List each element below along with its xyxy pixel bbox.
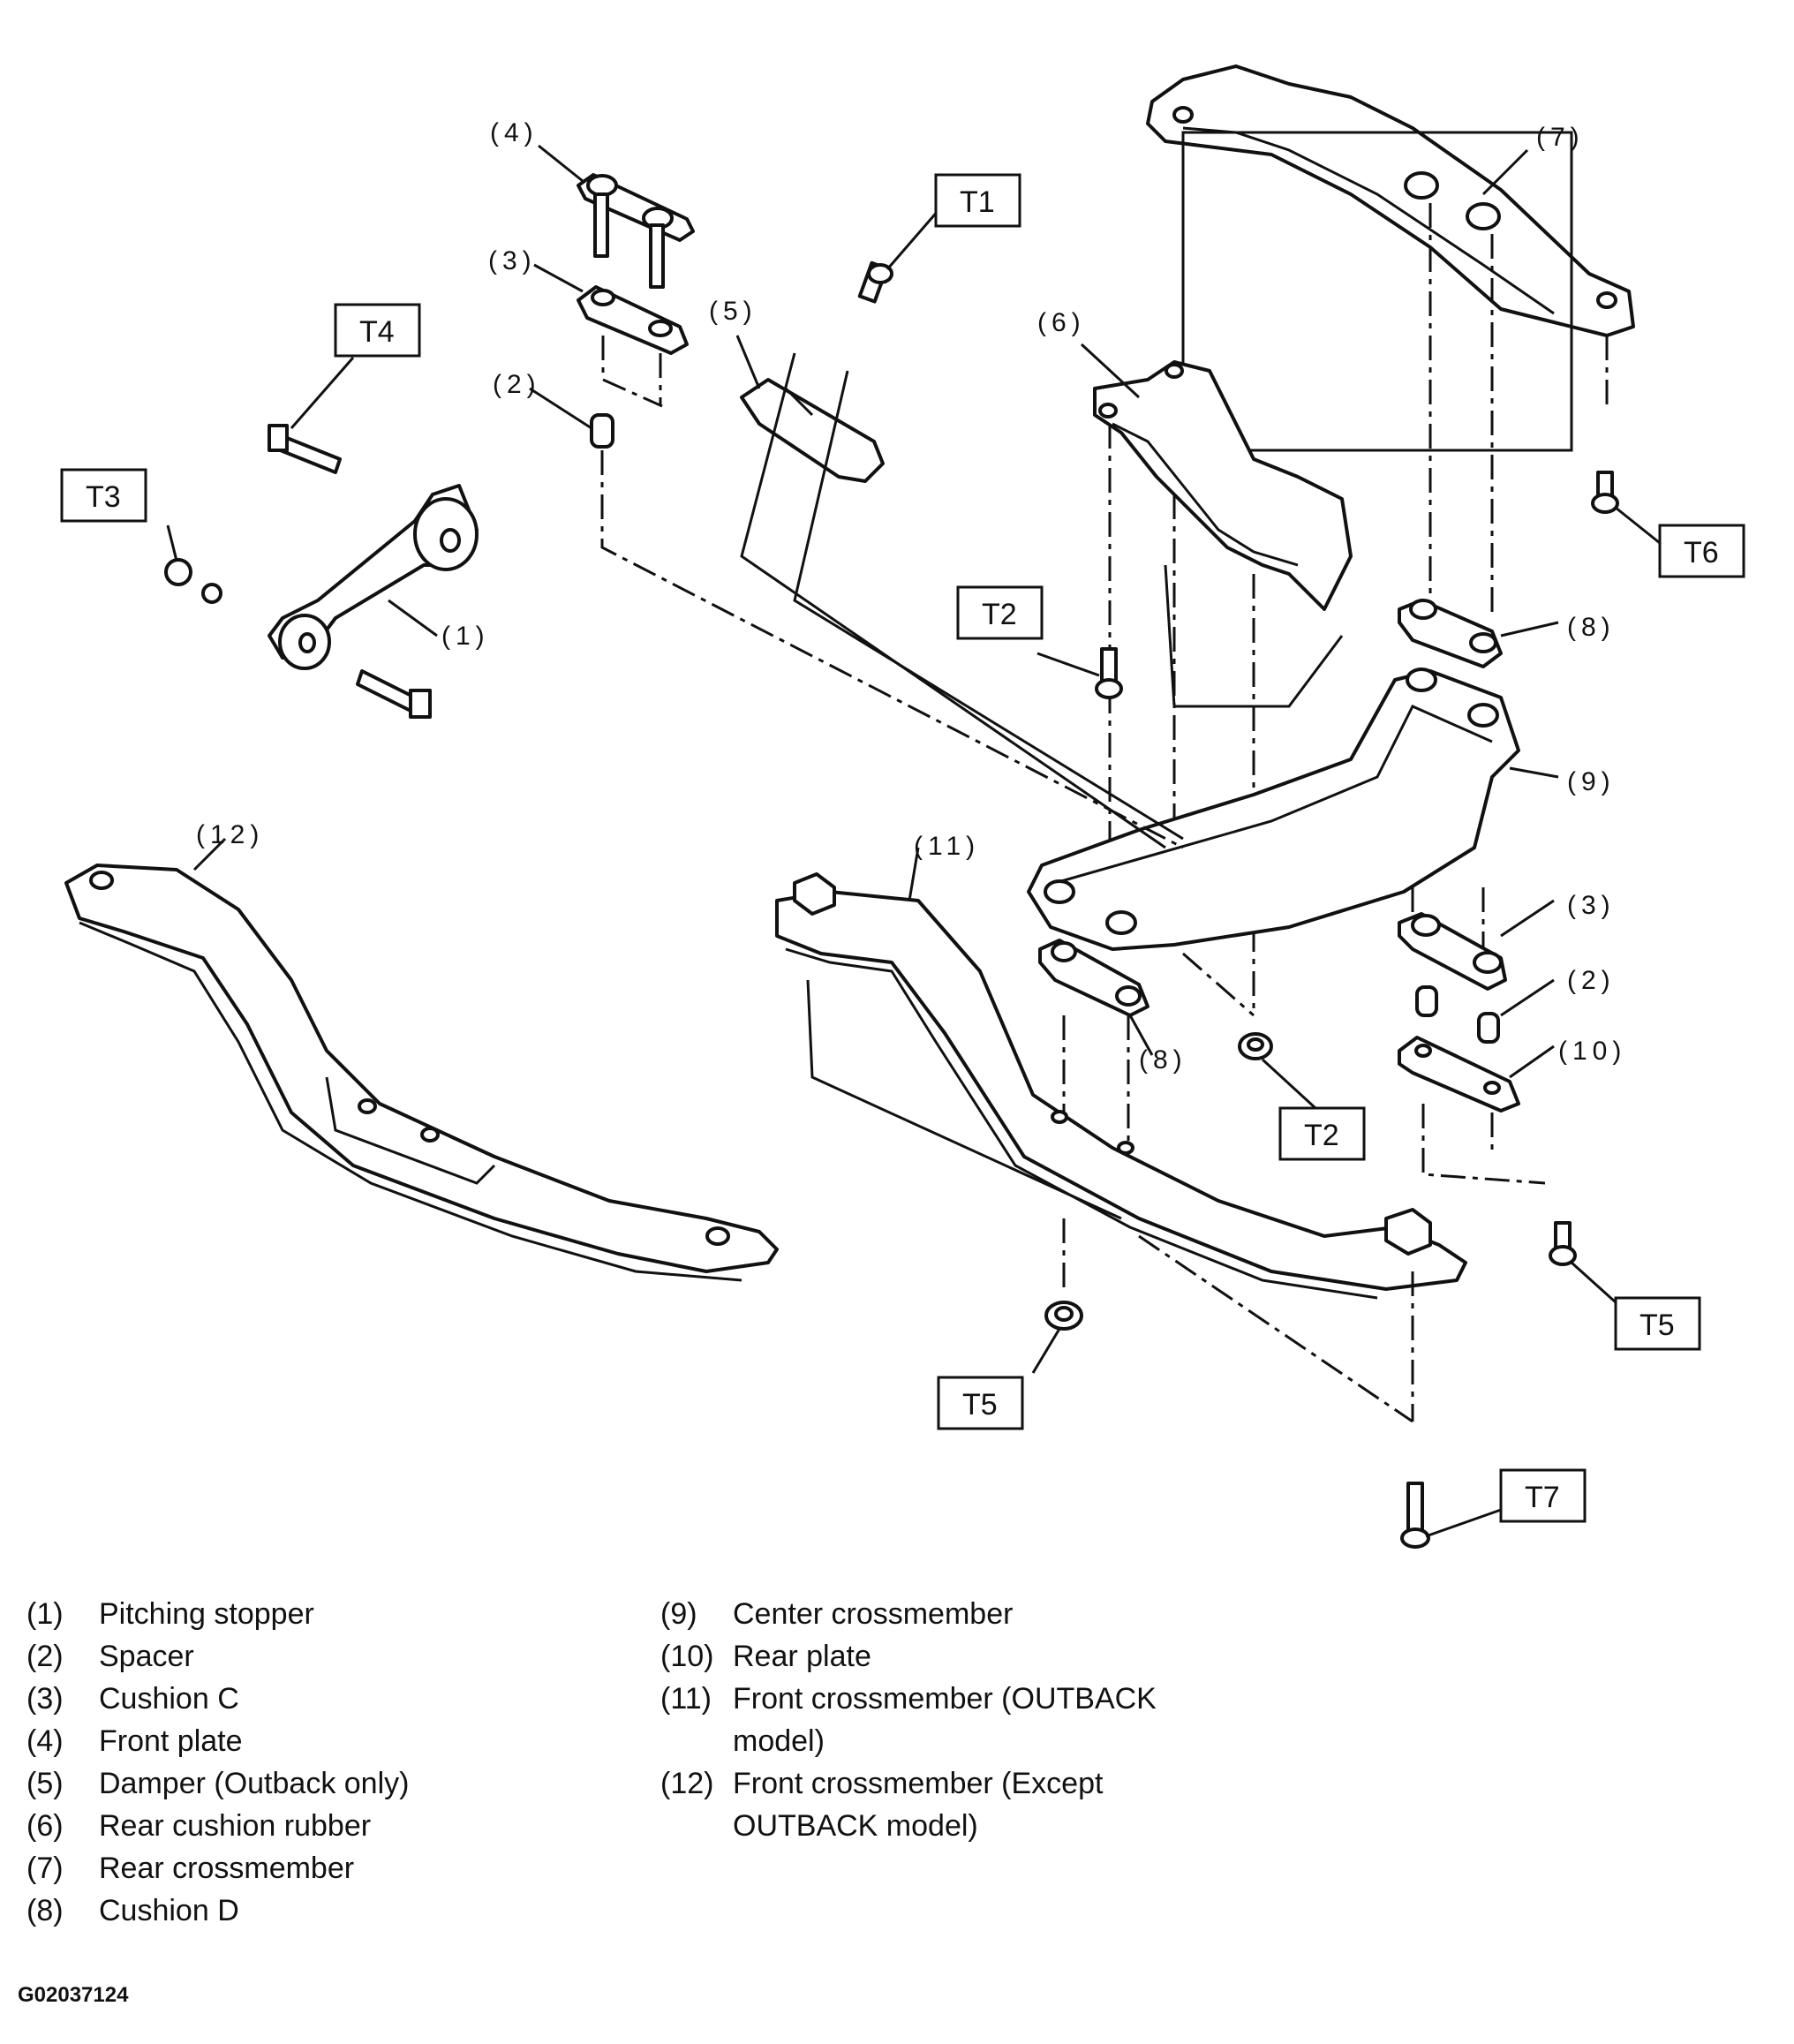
torque-box-t7: T7 [1499, 1468, 1587, 1523]
leader-lines [166, 144, 1661, 1538]
callout-10: (10) [1558, 1037, 1626, 1066]
cushion-c-left [577, 285, 689, 408]
callout-2-left: (2) [493, 370, 541, 399]
cushion-d-lower [1038, 939, 1150, 1148]
callout-7: (7) [1536, 123, 1585, 152]
bolt-t2-upper [1095, 647, 1123, 699]
svg-text:T7: T7 [1525, 1481, 1560, 1514]
svg-text:T5: T5 [962, 1388, 998, 1422]
torque-box-t1: T1 [934, 173, 1021, 228]
callout-8-lower: (8) [1139, 1045, 1187, 1075]
nut-t5-left [1044, 1301, 1083, 1331]
callout-11: (11) [914, 832, 980, 861]
svg-text:T6: T6 [1684, 536, 1719, 569]
torque-box-t5-left: T5 [937, 1376, 1024, 1430]
cushion-c-right [1398, 912, 1507, 991]
spacer-right [1415, 985, 1500, 1044]
svg-text:T3: T3 [86, 480, 121, 514]
bolt-t5-right [1549, 1221, 1577, 1266]
rear-plate [1398, 1036, 1546, 1185]
nut-t2-lower [1238, 1032, 1273, 1060]
callout-8-upper: (8) [1567, 613, 1616, 642]
torque-box-t4: T4 [334, 303, 421, 358]
pitching-stopper [164, 424, 479, 719]
torque-box-t5-right: T5 [1614, 1296, 1701, 1351]
svg-text:T2: T2 [982, 598, 1017, 631]
callout-4: (4) [490, 118, 539, 147]
rear-crossmember [1146, 64, 1635, 618]
front-crossmember-outback [775, 872, 1467, 1423]
torque-box-t2-lower: T2 [1278, 1106, 1366, 1161]
svg-text:T2: T2 [1304, 1119, 1339, 1152]
callout-9: (9) [1567, 767, 1616, 796]
torque-box-t2-upper: T2 [956, 585, 1044, 640]
callout-6: (6) [1037, 308, 1086, 337]
figure-code: G02037124 [18, 1983, 129, 2007]
bolt-t1 [857, 260, 893, 304]
torque-box-t6: T6 [1658, 524, 1745, 578]
svg-text:T4: T4 [359, 315, 395, 349]
front-crossmember-except-outback [64, 864, 779, 1282]
callout-12: (12) [196, 820, 264, 849]
callout-1: (1) [441, 622, 490, 651]
svg-text:T1: T1 [960, 185, 995, 219]
callout-2-right: (2) [1567, 966, 1616, 995]
callout-5: (5) [709, 297, 758, 326]
callout-3-right: (3) [1567, 891, 1616, 920]
callout-3-left: (3) [488, 246, 537, 275]
damper [740, 352, 1184, 849]
spacer-left [590, 413, 1184, 849]
bolt-t6 [1591, 471, 1619, 514]
svg-text:T5: T5 [1639, 1309, 1675, 1342]
bolt-t7 [1400, 1482, 1430, 1549]
front-plate [577, 173, 695, 289]
cushion-d-upper [1398, 599, 1503, 668]
center-crossmember [1027, 668, 1520, 1017]
exploded-parts-diagram: (4) (3) (2) (5) (6) (7) (8) (9) (3) (2) … [60, 64, 1745, 1549]
torque-box-t3: T3 [60, 468, 147, 523]
parts-legend: (1)Pitching stopper (2)Spacer (3)Cushion… [26, 1597, 1157, 1927]
